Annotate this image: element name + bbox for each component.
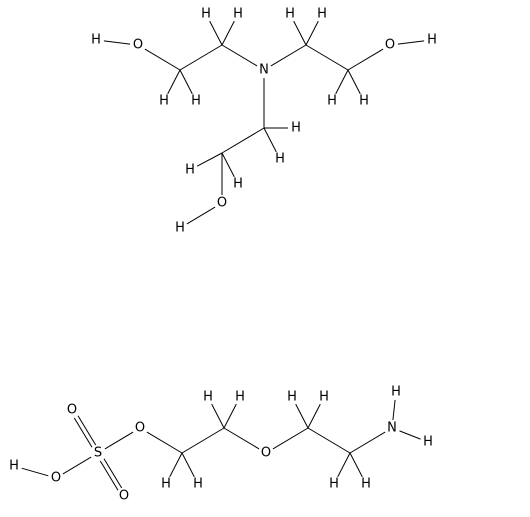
bond-Nam-HN2 [399, 430, 421, 440]
bond-C1a-H2 [221, 20, 235, 46]
atom-label-Hd2: H [361, 477, 371, 492]
bond-C1b-H3 [167, 69, 181, 95]
atom-label-Ha1: H [161, 477, 171, 492]
atom-label-Hb2: H [235, 390, 245, 405]
molecule-aminoethoxyethyl-hydrogen-sulfate: S O O O H O O N H H H H H H H H H H [9, 385, 433, 504]
bond-Cb-OE2 [223, 427, 260, 450]
bond-Cd-Nam [349, 431, 386, 454]
bond-S-OE1 [104, 431, 134, 450]
atom-label-H6: H [317, 7, 327, 22]
atom-label-HSO: H [9, 459, 19, 474]
bond-C1b-H4 [179, 69, 193, 95]
bond-Ca-Ha2 [181, 452, 195, 478]
atom-label-H9: H [291, 121, 301, 136]
atom-label-H2: H [233, 7, 243, 22]
bond-C2b-H7 [335, 69, 349, 95]
bond-C1b-O1 [144, 48, 181, 71]
bond-O1-HO1 [103, 40, 131, 45]
bond-Cc-Cd [307, 427, 351, 454]
atom-label-OSH: O [51, 471, 61, 486]
bond-C2a-H5 [293, 20, 307, 46]
bond-C3b-H12 [221, 152, 235, 178]
bond-OE2-Cc [272, 427, 309, 450]
atom-label-O1: O [133, 38, 143, 53]
atom-label-OS1: O [67, 403, 77, 418]
atom-label-H12: H [233, 177, 243, 192]
bond-O3-HO3 [186, 206, 216, 225]
atom-label-Hb1: H [203, 390, 213, 405]
bond-C1a-H1 [209, 20, 223, 46]
atom-label-S: S [94, 446, 102, 461]
bond-OSH-HSO [21, 467, 49, 477]
bond-C3a-H10 [263, 127, 277, 153]
bond-Cc-Hc1 [295, 403, 309, 429]
bond-Cd-Hd1 [337, 452, 351, 478]
bond-Cb-Hb2 [223, 403, 237, 429]
atom-label-H10: H [275, 152, 285, 167]
atom-label-H1: H [201, 7, 211, 22]
bond-Nam-HN1 [392, 399, 396, 421]
bond-Cd-Hd2 [349, 452, 363, 478]
bond-C2a-H6 [305, 20, 319, 46]
atom-label-O3: O [217, 196, 227, 211]
bond-S-OS2 [103, 458, 123, 489]
bond-O2-HO2 [397, 40, 425, 45]
atom-label-HO1: H [91, 33, 101, 48]
atom-label-HO3: H [175, 221, 185, 236]
atom-label-H4: H [191, 94, 201, 109]
atom-label-OE2: O [261, 446, 271, 461]
bond-C2a-C2b [305, 44, 349, 71]
atom-label-H7: H [327, 94, 337, 109]
atom-label-Ha2: H [193, 477, 203, 492]
bond-N1-C2a [270, 44, 307, 67]
bond-C3b-H11 [196, 152, 223, 167]
atom-label-H3: H [159, 94, 169, 109]
atom-label-OS2: O [119, 489, 129, 504]
bond-Ca-Cb [181, 427, 225, 454]
atom-label-Hc2: H [319, 390, 329, 405]
bond-C3a-C3b [221, 127, 265, 154]
atom-label-N1: N [259, 63, 269, 78]
bond-Cc-Hc2 [307, 403, 321, 429]
bond-S-OS1 [77, 415, 97, 446]
bond-S-OS1 [73, 417, 93, 448]
atom-label-Hd1: H [329, 477, 339, 492]
bond-N1-C1a [221, 44, 258, 67]
bond-S-OSH [62, 456, 92, 475]
bond-C2b-O2 [347, 48, 384, 71]
bond-Ca-Ha1 [169, 452, 183, 478]
bond-C2b-H8 [347, 69, 361, 95]
atom-label-HN2: H [423, 435, 433, 450]
atom-label-HN1: H [391, 385, 401, 400]
bond-S-OS2 [99, 460, 119, 491]
atom-label-H5: H [285, 7, 295, 22]
bond-Cb-Hb1 [211, 403, 225, 429]
atom-label-Hc1: H [287, 390, 297, 405]
bond-C1a-C1b [179, 44, 223, 71]
bond-OE1-Ca [146, 431, 183, 454]
atom-label-H11: H [185, 163, 195, 178]
atom-label-O2: O [385, 38, 395, 53]
atom-label-Nam: N [387, 421, 397, 436]
atom-label-H8: H [359, 94, 369, 109]
atom-label-OE1: O [135, 421, 145, 436]
atom-label-HO2: H [427, 33, 437, 48]
